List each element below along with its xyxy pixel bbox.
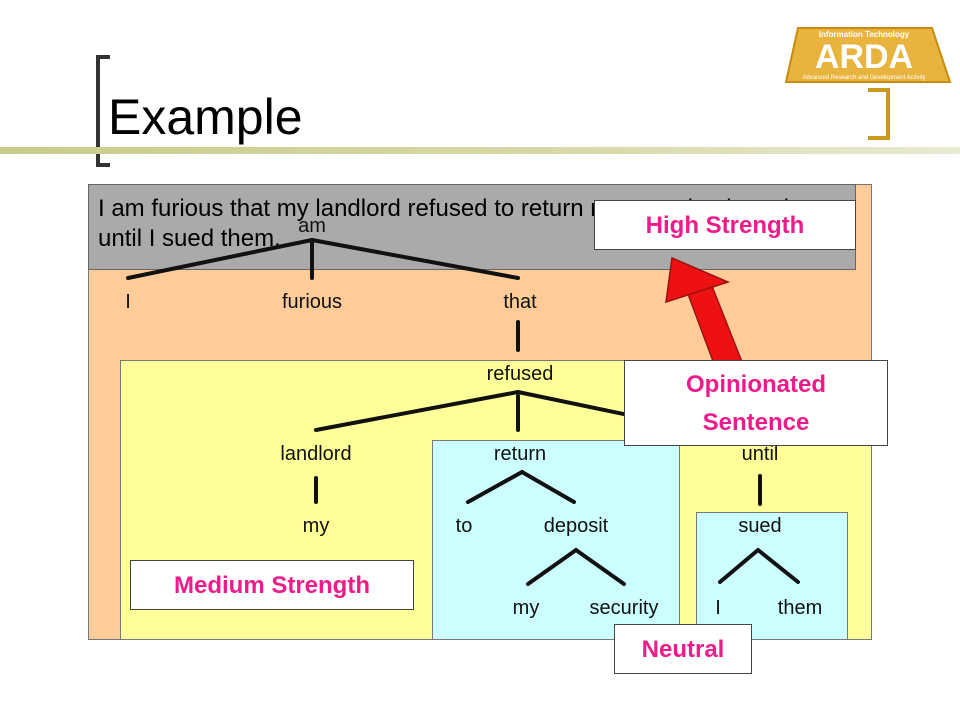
edge-deposit-my <box>526 548 578 586</box>
red-up-arrow-icon <box>665 256 747 381</box>
slide-title: Example <box>108 89 303 145</box>
tree-word-my: my <box>302 515 330 537</box>
opinionated-label-line2: Sentence <box>702 409 810 436</box>
tree-word-I-2: I <box>715 597 721 619</box>
cyan-region-sued <box>696 512 848 640</box>
edge-refused-landlord <box>314 390 520 432</box>
tree-word-am: am <box>298 215 326 237</box>
tree-word-furious: furious <box>281 291 343 313</box>
edge-am-I <box>126 238 314 280</box>
tree-word-landlord: landlord <box>280 443 352 465</box>
tree-word-my-2: my <box>512 597 540 619</box>
title-underline <box>0 147 960 154</box>
neutral-label: Neutral <box>614 624 752 674</box>
opinionated-label-line1: Opinionated <box>686 371 826 398</box>
logo-main-text: ARDA <box>815 38 913 76</box>
tree-word-them: them <box>777 597 823 619</box>
edge-sued-them <box>756 548 800 584</box>
tree-word-refused: refused <box>486 363 554 385</box>
opinionated-sentence-label: Opinionated Sentence <box>624 360 888 446</box>
logo-top-text: Information Technology <box>819 30 910 39</box>
tree-word-return: return <box>493 443 547 465</box>
tree-word-to: to <box>455 515 473 537</box>
tree-word-until: until <box>741 443 779 465</box>
high-strength-label: High Strength <box>594 200 856 250</box>
arda-logo: Information Technology ARDA Advanced Res… <box>772 22 958 86</box>
cyan-region-return <box>432 440 680 640</box>
edge-return-deposit <box>520 470 576 504</box>
tree-word-security: security <box>589 597 659 619</box>
tree-word-sued: sued <box>738 515 782 537</box>
arda-logo-graphic: Information Technology ARDA Advanced Res… <box>784 27 952 83</box>
logo-bracket <box>868 88 890 140</box>
edge-deposit-security <box>574 548 626 586</box>
edge-am-that <box>310 238 520 280</box>
tree-word-deposit: deposit <box>543 515 609 537</box>
title-bracket <box>96 55 110 167</box>
edge-return-to <box>466 470 524 504</box>
edge-sued-I <box>718 548 760 584</box>
medium-strength-label: Medium Strength <box>130 560 414 610</box>
tree-word-that: that <box>503 291 537 313</box>
tree-word-I: I <box>125 291 131 313</box>
logo-bottom-text: Advanced Research and Development Activi… <box>802 75 925 81</box>
